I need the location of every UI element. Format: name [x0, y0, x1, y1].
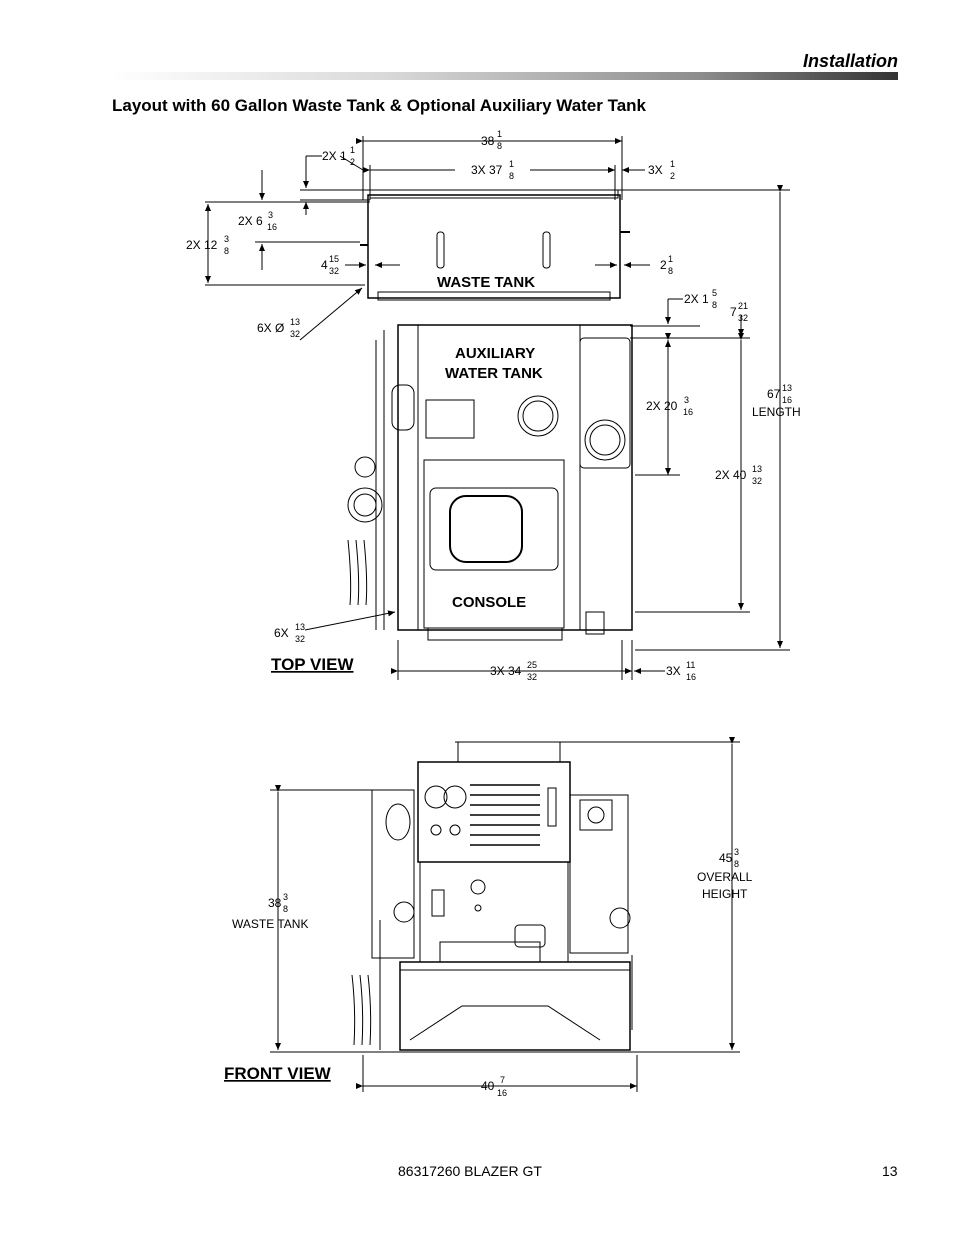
page-title: Layout with 60 Gallon Waste Tank & Optio…	[112, 96, 647, 115]
svg-text:4: 4	[321, 258, 328, 272]
svg-text:3X: 3X	[666, 664, 681, 678]
svg-text:3: 3	[283, 892, 288, 902]
svg-text:OVERALL: OVERALL	[697, 870, 753, 884]
svg-text:3: 3	[684, 395, 689, 405]
svg-text:LENGTH: LENGTH	[752, 405, 801, 419]
section-title: Installation	[802, 51, 898, 71]
svg-text:3: 3	[268, 210, 273, 220]
dim-hole-diameter: 6X Ø 13 32	[257, 317, 300, 339]
svg-text:32: 32	[329, 266, 339, 276]
svg-text:21: 21	[738, 301, 748, 311]
svg-text:1: 1	[509, 159, 514, 169]
dim-console-offset: 3X 11 16	[666, 660, 696, 682]
svg-text:32: 32	[527, 672, 537, 682]
svg-text:3X 34: 3X 34	[490, 664, 522, 678]
front-view	[270, 737, 740, 1092]
svg-text:13: 13	[752, 464, 762, 474]
svg-text:2X 1: 2X 1	[684, 292, 709, 306]
svg-text:2X 1: 2X 1	[322, 149, 347, 163]
dim-console-width: 3X 34 25 32	[490, 660, 537, 682]
page-number: 13	[882, 1163, 898, 1179]
svg-text:32: 32	[290, 329, 300, 339]
svg-text:16: 16	[497, 1088, 507, 1098]
dim-aux-tank-length: 2X 20 3 16	[646, 395, 693, 417]
svg-text:13: 13	[290, 317, 300, 327]
svg-text:16: 16	[686, 672, 696, 682]
aux-tank-label-line1: AUXILIARY	[455, 345, 535, 362]
svg-text:1: 1	[350, 145, 355, 155]
svg-text:3X 37: 3X 37	[471, 163, 503, 177]
dim-front-width: 40 7 16	[481, 1075, 507, 1098]
svg-text:6X Ø: 6X Ø	[257, 321, 284, 335]
aux-tank-label-line2: WATER TANK	[445, 365, 543, 382]
svg-text:8: 8	[224, 246, 229, 256]
front-view-label: FRONT VIEW	[224, 1064, 332, 1083]
dim-console-length: 2X 40 13 32	[715, 464, 762, 486]
svg-text:2X 40: 2X 40	[715, 468, 747, 482]
svg-text:40: 40	[481, 1079, 495, 1093]
svg-text:15: 15	[329, 254, 339, 264]
svg-text:11: 11	[686, 660, 695, 670]
svg-text:6X: 6X	[274, 626, 289, 640]
svg-text:2: 2	[670, 171, 675, 181]
svg-text:8: 8	[497, 141, 502, 151]
svg-text:8: 8	[712, 300, 717, 310]
document-number: 86317260 BLAZER GT	[398, 1163, 542, 1179]
svg-text:32: 32	[738, 313, 748, 323]
console-label: CONSOLE	[452, 594, 526, 611]
svg-text:8: 8	[283, 904, 288, 914]
svg-text:45: 45	[719, 851, 733, 865]
dim-hole-spacing: 3X 37 1 8	[471, 159, 514, 181]
svg-text:3: 3	[224, 234, 229, 244]
svg-text:8: 8	[509, 171, 514, 181]
svg-text:3: 3	[734, 847, 739, 857]
svg-text:1: 1	[670, 159, 675, 169]
dim-edge-offset: 3X 1 2	[648, 159, 675, 181]
svg-text:2X 6: 2X 6	[238, 214, 263, 228]
svg-text:HEIGHT: HEIGHT	[702, 887, 748, 901]
svg-text:8: 8	[734, 859, 739, 869]
svg-text:7: 7	[730, 305, 737, 319]
svg-text:7: 7	[500, 1075, 505, 1085]
svg-text:13: 13	[782, 383, 792, 393]
top-view-label: TOP VIEW	[271, 655, 354, 674]
header-rule	[112, 72, 898, 80]
svg-text:2: 2	[350, 157, 355, 167]
svg-text:2X 12: 2X 12	[186, 238, 218, 252]
svg-text:25: 25	[527, 660, 537, 670]
svg-text:16: 16	[782, 395, 792, 405]
svg-text:1: 1	[497, 129, 502, 139]
svg-text:16: 16	[267, 222, 277, 232]
svg-text:8: 8	[668, 266, 673, 276]
svg-text:5: 5	[712, 288, 717, 298]
svg-text:32: 32	[752, 476, 762, 486]
svg-text:32: 32	[295, 634, 305, 644]
svg-text:2: 2	[660, 258, 667, 272]
svg-text:38: 38	[481, 134, 495, 148]
svg-text:3X: 3X	[648, 163, 663, 177]
dim-handle-offset: 2X 6 3 16	[238, 210, 277, 232]
svg-text:16: 16	[683, 407, 693, 417]
svg-text:1: 1	[668, 254, 673, 264]
svg-text:67: 67	[767, 387, 781, 401]
dim-mount-hole: 6X 13 32	[274, 622, 305, 644]
svg-text:WASTE TANK: WASTE TANK	[232, 917, 308, 931]
dim-tank-depth: 2X 12 3 8	[186, 234, 229, 256]
svg-text:2X 20: 2X 20	[646, 399, 678, 413]
top-view	[205, 136, 790, 680]
svg-text:13: 13	[295, 622, 305, 632]
waste-tank-label: WASTE TANK	[437, 274, 535, 291]
svg-text:38: 38	[268, 896, 282, 910]
